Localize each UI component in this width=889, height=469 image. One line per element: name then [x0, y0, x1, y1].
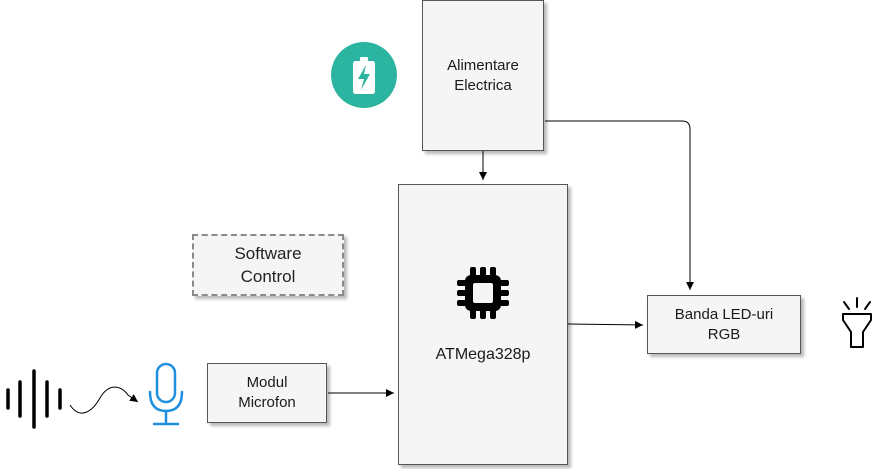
battery-charging-icon [331, 42, 397, 108]
microchip-icon [455, 265, 511, 327]
led-strip-block: Banda LED-uri RGB [647, 295, 801, 354]
microphone-module-label: Modul Microfon [238, 374, 296, 411]
software-control-block: Software Control [192, 234, 344, 296]
microcontroller-block: ATMega328p [398, 184, 568, 465]
microphone-module-block: Modul Microfon [207, 363, 327, 423]
edge-mcu-to-led-strip [567, 320, 644, 329]
led-strip-label: Banda LED-uri RGB [674, 305, 774, 343]
microcontroller-label: ATMega328p [435, 346, 531, 363]
power-supply-label: Alimentare Electrica [447, 56, 519, 94]
sound-wave-icon [0, 368, 66, 430]
software-control-label: Software Control [234, 244, 302, 286]
flashlight-icon [838, 296, 876, 350]
edge-sound-to-microphone [69, 386, 139, 414]
power-supply-block: Alimentare Electrica [422, 0, 544, 151]
microphone-icon [146, 362, 186, 428]
edge-power-to-led-strip [545, 120, 694, 290]
